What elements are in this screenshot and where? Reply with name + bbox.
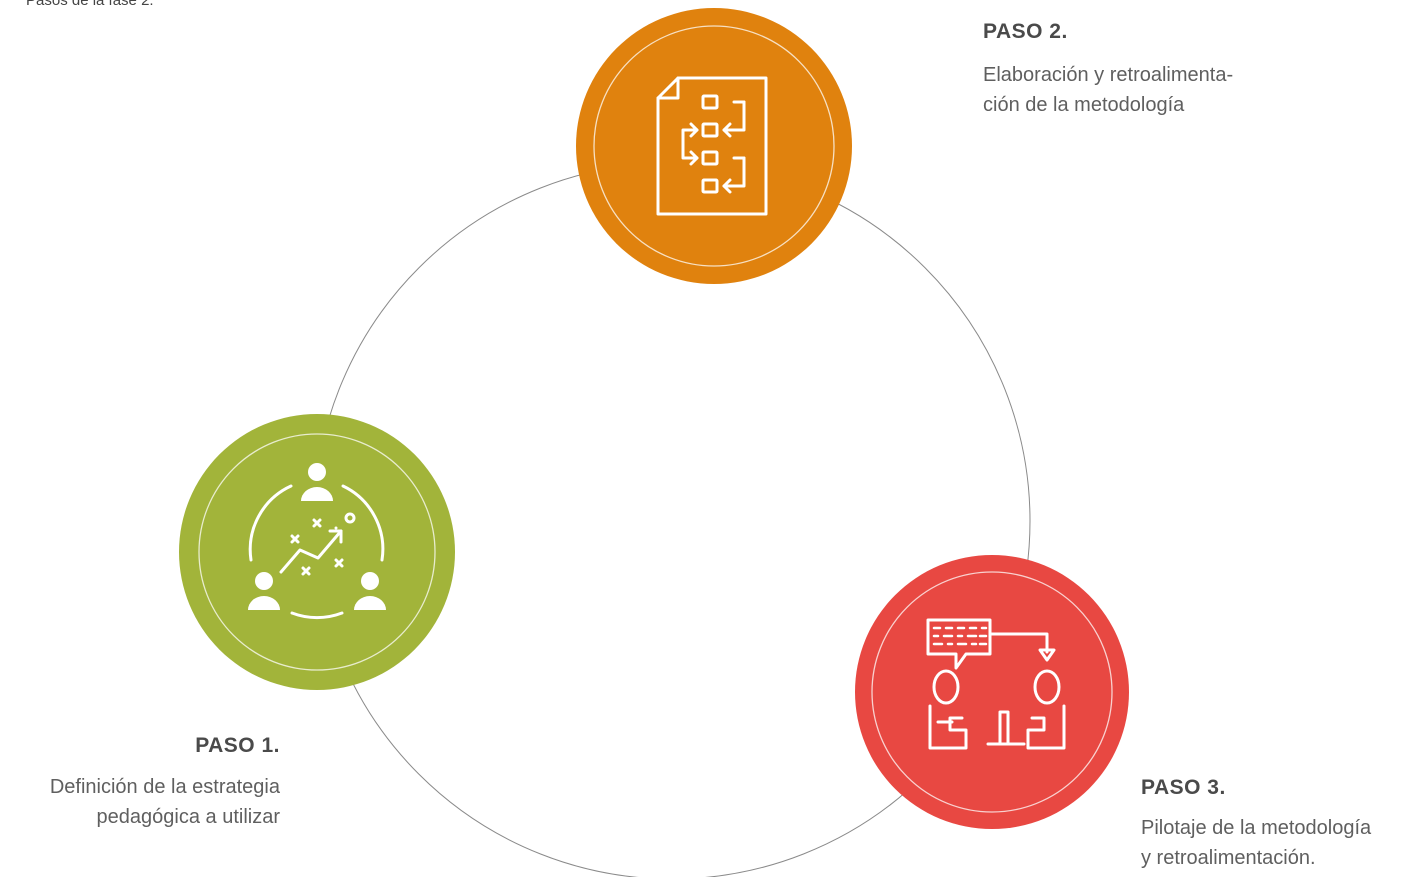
paso-1-line-2: pedagógica a utilizar bbox=[96, 806, 280, 828]
paso-3-description: Pilotaje de la metodología y retroalimen… bbox=[1141, 813, 1371, 873]
paso-2-description: Elaboración y retroalimenta- ción de la … bbox=[983, 60, 1233, 120]
paso-3-line-2: y retroalimentación. bbox=[1141, 847, 1316, 869]
paso-3-line-1: Pilotaje de la metodología bbox=[1141, 817, 1372, 839]
document-flow-icon bbox=[656, 76, 768, 216]
paso-2-line-1: Elaboración y retroalimenta- bbox=[983, 64, 1234, 86]
paso-3-node bbox=[855, 555, 1129, 829]
pilot-testing-icon bbox=[926, 618, 1066, 750]
paso-1-description: Definición de la estrategia pedagógica a… bbox=[50, 772, 280, 832]
paso-3-title: PASO 3. bbox=[1141, 776, 1226, 799]
paso-2-line-2: ción de la metodología bbox=[983, 94, 1185, 116]
figure-caption: Pasos de la fase 2. bbox=[26, 0, 154, 9]
paso-2-node bbox=[576, 8, 852, 284]
team-strategy-icon bbox=[248, 463, 386, 610]
paso-1-line-1: Definición de la estrategia bbox=[49, 776, 280, 798]
paso-1-node bbox=[179, 414, 455, 690]
paso-2-title: PASO 2. bbox=[983, 20, 1068, 43]
paso-1-title: PASO 1. bbox=[195, 734, 280, 757]
